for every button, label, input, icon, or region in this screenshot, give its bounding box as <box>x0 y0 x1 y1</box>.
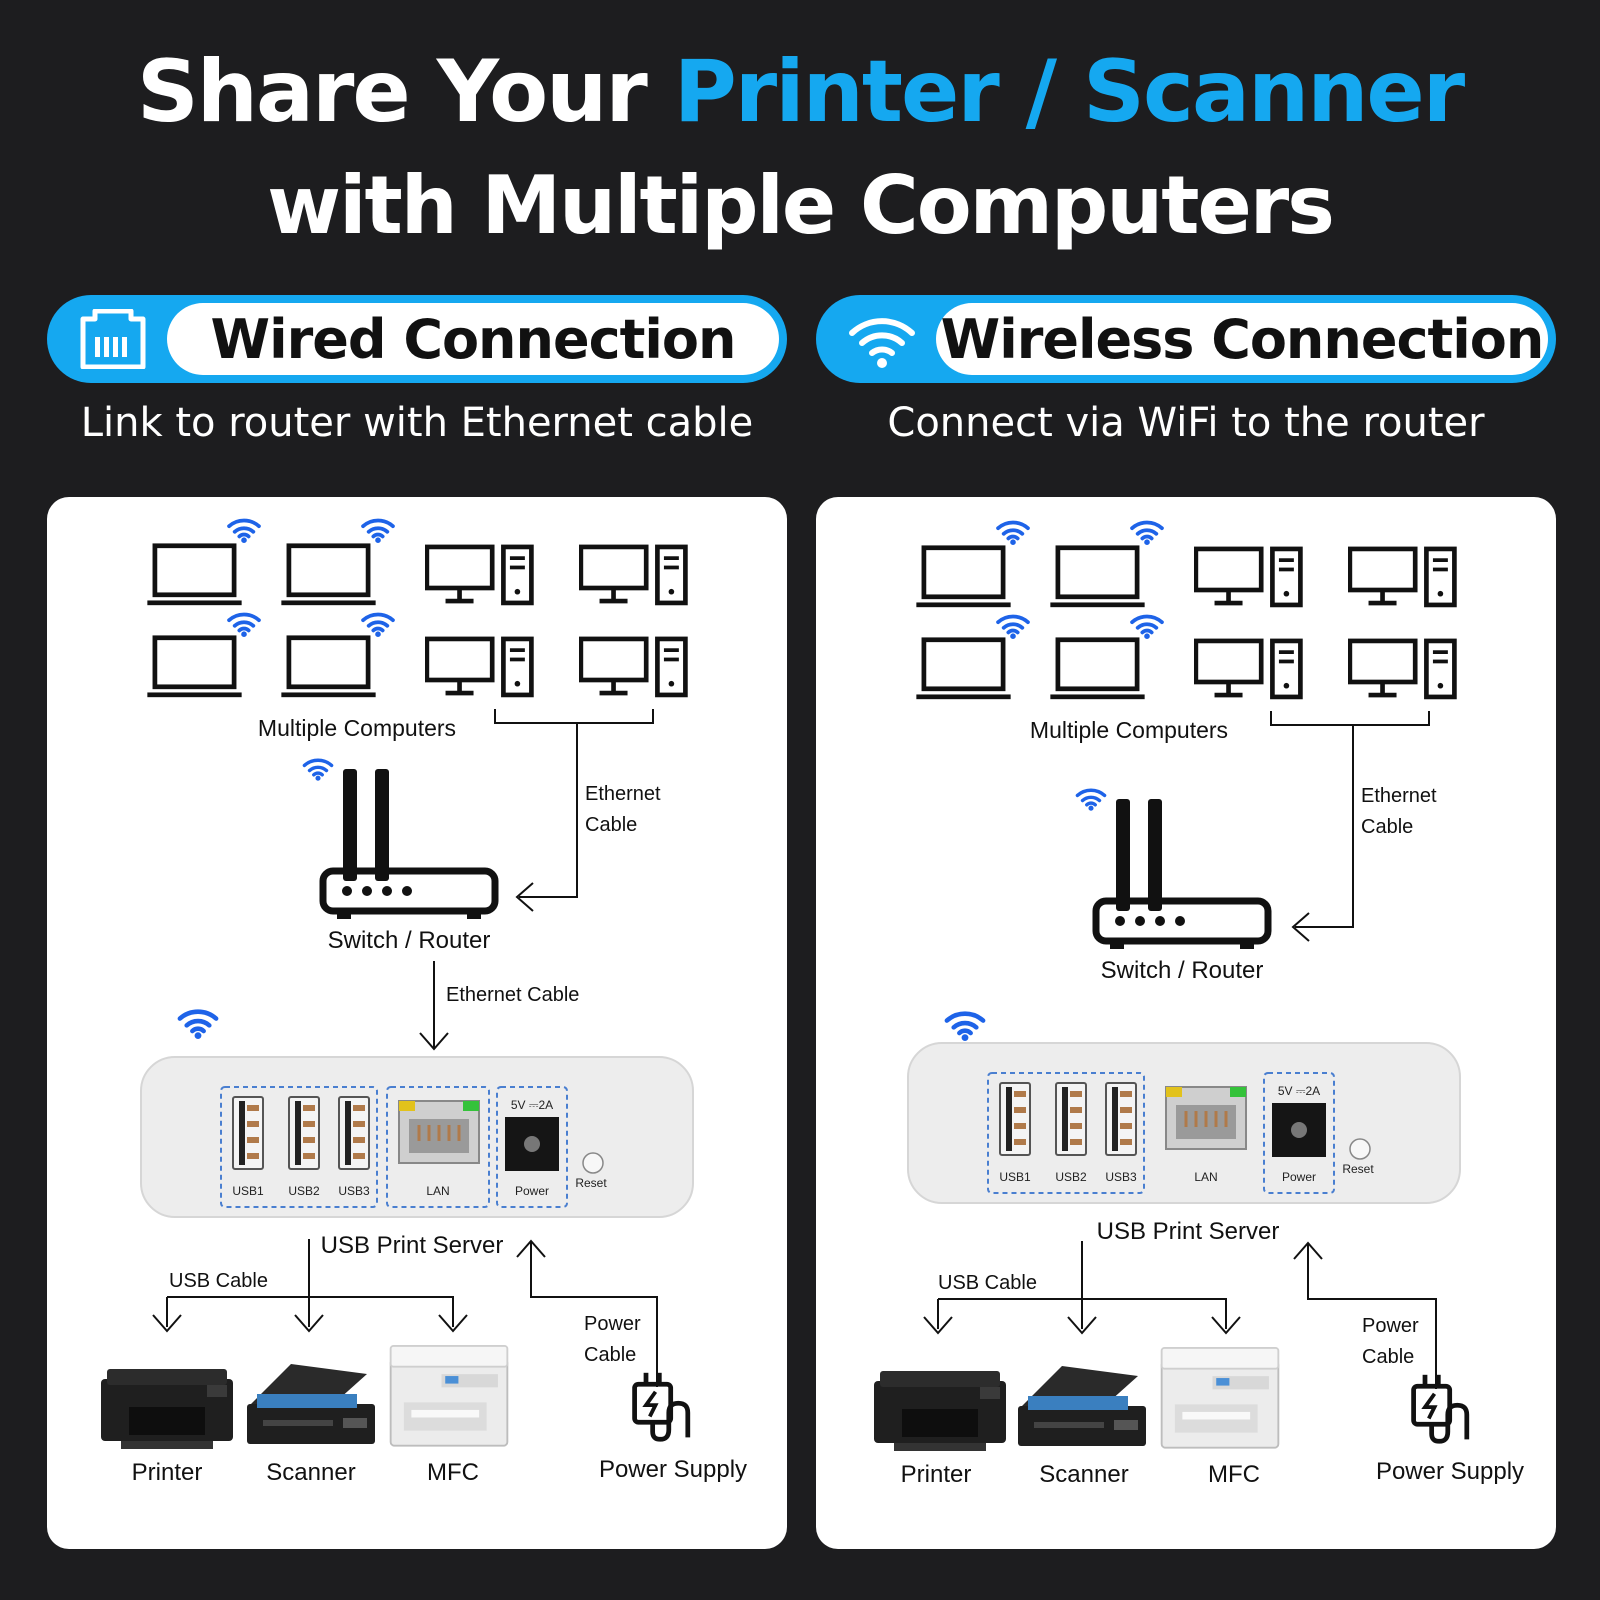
wireless-diagram: Multiple Computers Ethernet Cable Switch… <box>874 520 1524 1488</box>
wired-title: Wired Connection <box>210 307 737 371</box>
computers-group <box>147 518 686 697</box>
reset-label: Reset <box>1342 1162 1374 1176</box>
desktop-icon <box>581 547 686 603</box>
printer-image <box>101 1369 233 1449</box>
usb-cable-label: USB Cable <box>169 1270 268 1292</box>
scanner-label: Scanner <box>266 1459 355 1486</box>
usb1-label: USB1 <box>999 1170 1031 1184</box>
wifi-icon <box>180 1012 216 1039</box>
ethernet-cable-label: Ethernet <box>585 783 661 805</box>
lan-label: LAN <box>1194 1170 1217 1184</box>
laptop-icon <box>916 640 1010 699</box>
ethernet-cable-label: Cable <box>1361 816 1413 838</box>
usb3-label: USB3 <box>1105 1170 1137 1184</box>
ethernet-cable-label: Cable <box>585 814 637 836</box>
wireless-diagram-panel: Multiple Computers Ethernet Cable Switch… <box>816 497 1556 1549</box>
mfc-label: MFC <box>427 1459 479 1486</box>
print-server-label: USB Print Server <box>1097 1218 1280 1245</box>
wired-subtitle: Link to router with Ethernet cable <box>80 400 754 446</box>
wifi-icon <box>996 614 1030 639</box>
wifi-icon <box>302 758 334 781</box>
wifi-icon <box>361 518 395 543</box>
wifi-icon <box>996 520 1030 545</box>
wireless-title: Wireless Connection <box>940 307 1545 371</box>
wifi-icon <box>361 612 395 637</box>
usb-print-server: USB1 USB2 USB3 LAN 5V ⎓2A Power Reset <box>140 1056 694 1218</box>
computers-label: Multiple Computers <box>258 715 456 741</box>
wired-diagram: Multiple Computers Ethernet Cable Switch… <box>101 518 747 1486</box>
laptop-icon <box>281 546 375 605</box>
desktop-icon <box>1350 641 1455 697</box>
wireless-connection-header: Wireless Connection <box>816 295 1556 383</box>
wifi-icon <box>1075 788 1107 811</box>
headline-line2: with Multiple Computers <box>267 159 1335 252</box>
desktop-icon <box>1196 549 1301 605</box>
printer-label: Printer <box>901 1461 972 1488</box>
wifi-icon <box>1130 520 1164 545</box>
laptop-icon <box>1050 548 1144 607</box>
computers-group <box>916 520 1455 699</box>
power-supply-label: Power Supply <box>1376 1458 1524 1485</box>
wifi-icon <box>1130 614 1164 639</box>
desktop-icon <box>581 639 686 695</box>
voltage-label: 5V ⎓2A <box>511 1098 553 1112</box>
power-cable-label: Cable <box>1362 1346 1414 1368</box>
wifi-icon <box>227 612 261 637</box>
printer-image <box>874 1371 1006 1451</box>
usb2-label: USB2 <box>1055 1170 1087 1184</box>
desktop-icon <box>427 639 532 695</box>
power-port-label: Power <box>515 1184 549 1198</box>
router-label: Switch / Router <box>1101 957 1264 984</box>
print-server-label: USB Print Server <box>321 1232 504 1259</box>
power-supply-label: Power Supply <box>599 1456 747 1483</box>
usb-cable-label: USB Cable <box>938 1272 1037 1294</box>
power-cable-label: Power <box>1362 1315 1419 1337</box>
router-icon <box>302 758 499 919</box>
laptop-icon <box>281 638 375 697</box>
router-label: Switch / Router <box>328 927 491 954</box>
power-supply-icon <box>1414 1375 1467 1442</box>
computers-label: Multiple Computers <box>1030 717 1228 743</box>
printer-label: Printer <box>132 1459 203 1486</box>
laptop-icon <box>147 638 241 697</box>
power-cable-label: Cable <box>584 1344 636 1366</box>
headline-accent: Printer / Scanner <box>673 42 1465 142</box>
wifi-icon <box>947 1014 983 1041</box>
desktop-icon <box>1196 641 1301 697</box>
router-icon <box>1075 788 1272 949</box>
ethernet-port-icon <box>80 309 146 369</box>
wired-diagram-panel: Multiple Computers Ethernet Cable Switch… <box>47 497 787 1549</box>
scanner-label: Scanner <box>1039 1461 1128 1488</box>
laptop-icon <box>916 548 1010 607</box>
power-supply-icon <box>635 1373 688 1440</box>
usb-print-server: USB1 USB2 USB3 LAN 5V ⎓2A Power Reset <box>907 1042 1461 1204</box>
power-port-label: Power <box>1282 1170 1316 1184</box>
mfc-label: MFC <box>1208 1461 1260 1488</box>
voltage-label: 5V ⎓2A <box>1278 1084 1320 1098</box>
headline-part1: Share Your <box>136 42 648 142</box>
wifi-icon <box>227 518 261 543</box>
mfc-image <box>1160 1346 1280 1449</box>
usb2-label: USB2 <box>288 1184 320 1198</box>
usb1-label: USB1 <box>232 1184 264 1198</box>
lan-label: LAN <box>426 1184 449 1198</box>
wifi-icon <box>849 318 915 368</box>
usb3-label: USB3 <box>338 1184 370 1198</box>
wired-connection-header: Wired Connection <box>47 295 787 383</box>
headline: Share Your Printer / Scanner with Multip… <box>0 40 1600 256</box>
wireless-subtitle: Connect via WiFi to the router <box>887 400 1485 446</box>
ethernet-cable-down-label: Ethernet Cable <box>446 984 579 1006</box>
laptop-icon <box>147 546 241 605</box>
laptop-icon <box>1050 640 1144 699</box>
scanner-image <box>247 1364 375 1444</box>
desktop-icon <box>1350 549 1455 605</box>
desktop-icon <box>427 547 532 603</box>
scanner-image <box>1018 1366 1146 1446</box>
reset-label: Reset <box>575 1176 607 1190</box>
ethernet-cable-label: Ethernet <box>1361 785 1437 807</box>
power-cable-label: Power <box>584 1313 641 1335</box>
mfc-image <box>389 1344 509 1447</box>
